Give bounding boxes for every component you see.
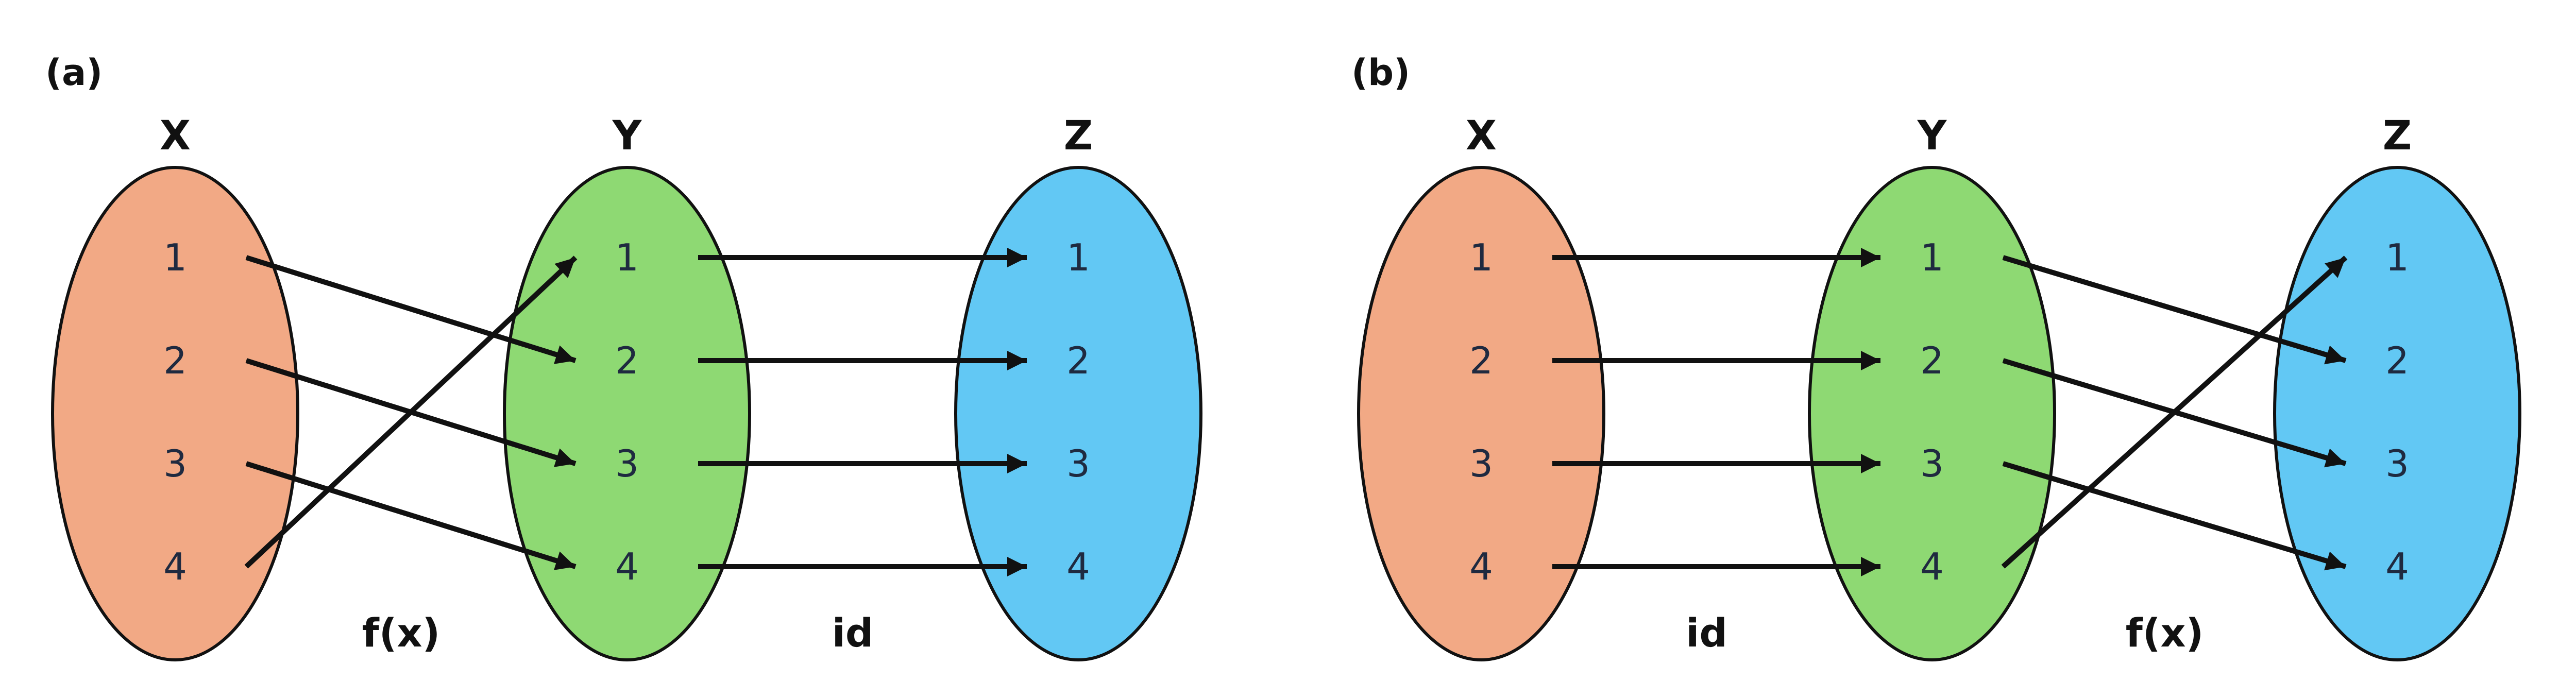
set-element: 2 [1066,339,1090,382]
set-element: 4 [163,545,187,588]
mapping-arrow [2002,461,2347,571]
mapping-arrow [244,256,578,569]
mapping-arrow [2002,255,2347,365]
map-id: id [698,248,1027,656]
set-element: 2 [2385,339,2409,382]
set-label: Z [2383,113,2412,159]
set-element: 3 [2385,442,2409,485]
set-element: 2 [1469,339,1493,382]
panel-label: (b) [1351,52,1410,94]
mapping-arrow [245,461,577,570]
map-f(x): f(x) [244,255,578,656]
set-element: 1 [1066,236,1090,279]
set-X: X 1 2 3 4 [51,113,299,661]
set-Z: Z 1 2 3 4 [2273,113,2521,661]
set-ellipse [503,166,751,661]
set-element: 4 [1920,545,1944,588]
set-element: 4 [2385,545,2409,588]
set-element: 2 [163,339,187,382]
set-label: Z [1064,113,1093,159]
set-label: Y [612,113,642,159]
set-element: 1 [615,236,639,279]
set-element: 3 [1920,442,1944,485]
set-ellipse [954,166,1202,661]
set-label: Y [1917,113,1947,159]
set-element: 1 [2385,236,2409,279]
set-element: 2 [1920,339,1944,382]
function-label: id [1686,610,1727,656]
set-element: 1 [1469,236,1493,279]
panel-label: (a) [45,52,103,94]
set-X: X 1 2 3 4 [1357,113,1605,661]
mapping-arrow [245,255,577,364]
set-element: 4 [615,545,639,588]
set-label: X [1466,113,1497,159]
set-element: 3 [615,442,639,485]
function-label: f(x) [362,610,440,656]
set-ellipse [2273,166,2521,661]
set-Y: Y 1 2 3 4 [1808,113,2056,661]
map-f(x): f(x) [2001,255,2348,656]
set-element: 4 [1469,545,1493,588]
set-element: 3 [1469,442,1493,485]
map-id: id [1552,248,1880,656]
set-element: 1 [1920,236,1944,279]
set-element: 3 [1066,442,1090,485]
set-Y: Y 1 2 3 4 [503,113,751,661]
function-label: id [832,610,873,656]
set-ellipse [1808,166,2056,661]
panel-b: (b) X 1 2 3 4 Y 1 2 3 4 Z 1 2 3 4 id f(x) [1351,52,2521,661]
set-label: X [160,113,191,159]
set-element: 1 [163,236,187,279]
panel-a: (a) X 1 2 3 4 Y 1 2 3 4 Z 1 2 3 4 f(x) id [45,52,1202,661]
set-Z: Z 1 2 3 4 [954,113,1202,661]
mapping-arrow [2001,256,2348,569]
set-ellipse [51,166,299,661]
set-element: 4 [1066,545,1090,588]
set-element: 3 [163,442,187,485]
set-element: 2 [615,339,639,382]
set-ellipse [1357,166,1605,661]
function-label: f(x) [2126,610,2204,656]
